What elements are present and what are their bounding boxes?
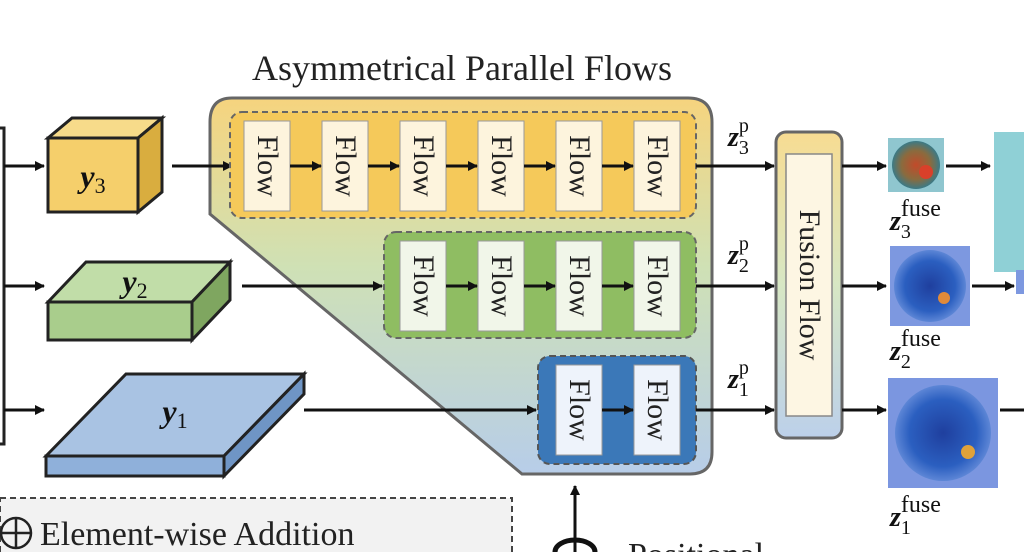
flow-label-row3-1: Flow [251, 135, 284, 197]
flow-block-row3-5 [555, 120, 603, 212]
z1fuse-label: z1fuse [889, 492, 941, 539]
y2-var: y [118, 263, 137, 299]
flow-block-row3-6 [633, 120, 681, 212]
flow-label-row1-2: Flow [641, 379, 674, 441]
flow-block-row2-4 [633, 240, 681, 332]
flow-block-row2-1 [399, 240, 447, 332]
z2fuse-label: z2fuse [889, 326, 941, 373]
svg-text:y2: y2 [118, 263, 147, 303]
flow-label-row2-2: Flow [485, 255, 518, 317]
feature-map-z3 [888, 138, 944, 192]
flow-label-row3-6: Flow [641, 135, 674, 197]
svg-text:y1: y1 [158, 393, 187, 433]
y2-sub: 2 [137, 278, 148, 303]
flow-block-row3-1 [243, 120, 291, 212]
diagram-title: Asymmetrical Parallel Flows [252, 48, 672, 88]
y1-var: y [158, 393, 177, 429]
z3fuse-label: z3fuse [889, 196, 941, 243]
fusion-flow-label: Fusion Flow [793, 210, 826, 361]
element-wise-addition-icon [0, 516, 33, 550]
cropped-feature-map-right [994, 132, 1024, 294]
input-block-y1: y1 [42, 370, 308, 480]
z1p-label: z1p [727, 357, 749, 401]
feature-map-z1 [888, 378, 998, 488]
flow-label-row3-5: Flow [563, 135, 596, 197]
left-bracket [0, 126, 6, 446]
flow-block-row1-1 [555, 364, 603, 456]
y3-sub: 3 [95, 173, 106, 198]
fusion-flow-block: Fusion Flow [774, 130, 844, 440]
flow-label-row2-4: Flow [641, 255, 674, 317]
positional-label: Positional [628, 537, 764, 552]
y1-sub: 1 [177, 408, 188, 433]
flow-label-row3-3: Flow [407, 135, 440, 197]
positional-symbol [552, 537, 598, 552]
svg-text:y3: y3 [76, 158, 105, 198]
input-block-y3: y3 [43, 114, 167, 216]
flow-label-row3-4: Flow [485, 135, 518, 197]
flow-block-row1-2 [633, 364, 681, 456]
z2p-label: z2p [727, 233, 749, 277]
flow-label-row1-1: Flow [563, 379, 596, 441]
feature-map-z2 [890, 246, 970, 326]
flow-block-row3-3 [399, 120, 447, 212]
flow-block-row3-2 [321, 120, 369, 212]
y3-var: y [76, 158, 95, 194]
flow-label-row2-3: Flow [563, 255, 596, 317]
legend-label: Element-wise Addition [40, 516, 354, 552]
legend-box [0, 497, 513, 552]
flow-block-row2-2 [477, 240, 525, 332]
flow-label-row3-2: Flow [329, 135, 362, 197]
input-block-y2: y2 [44, 258, 234, 344]
z3p-label: z3p [727, 115, 749, 159]
flow-label-row2-1: Flow [407, 255, 440, 317]
